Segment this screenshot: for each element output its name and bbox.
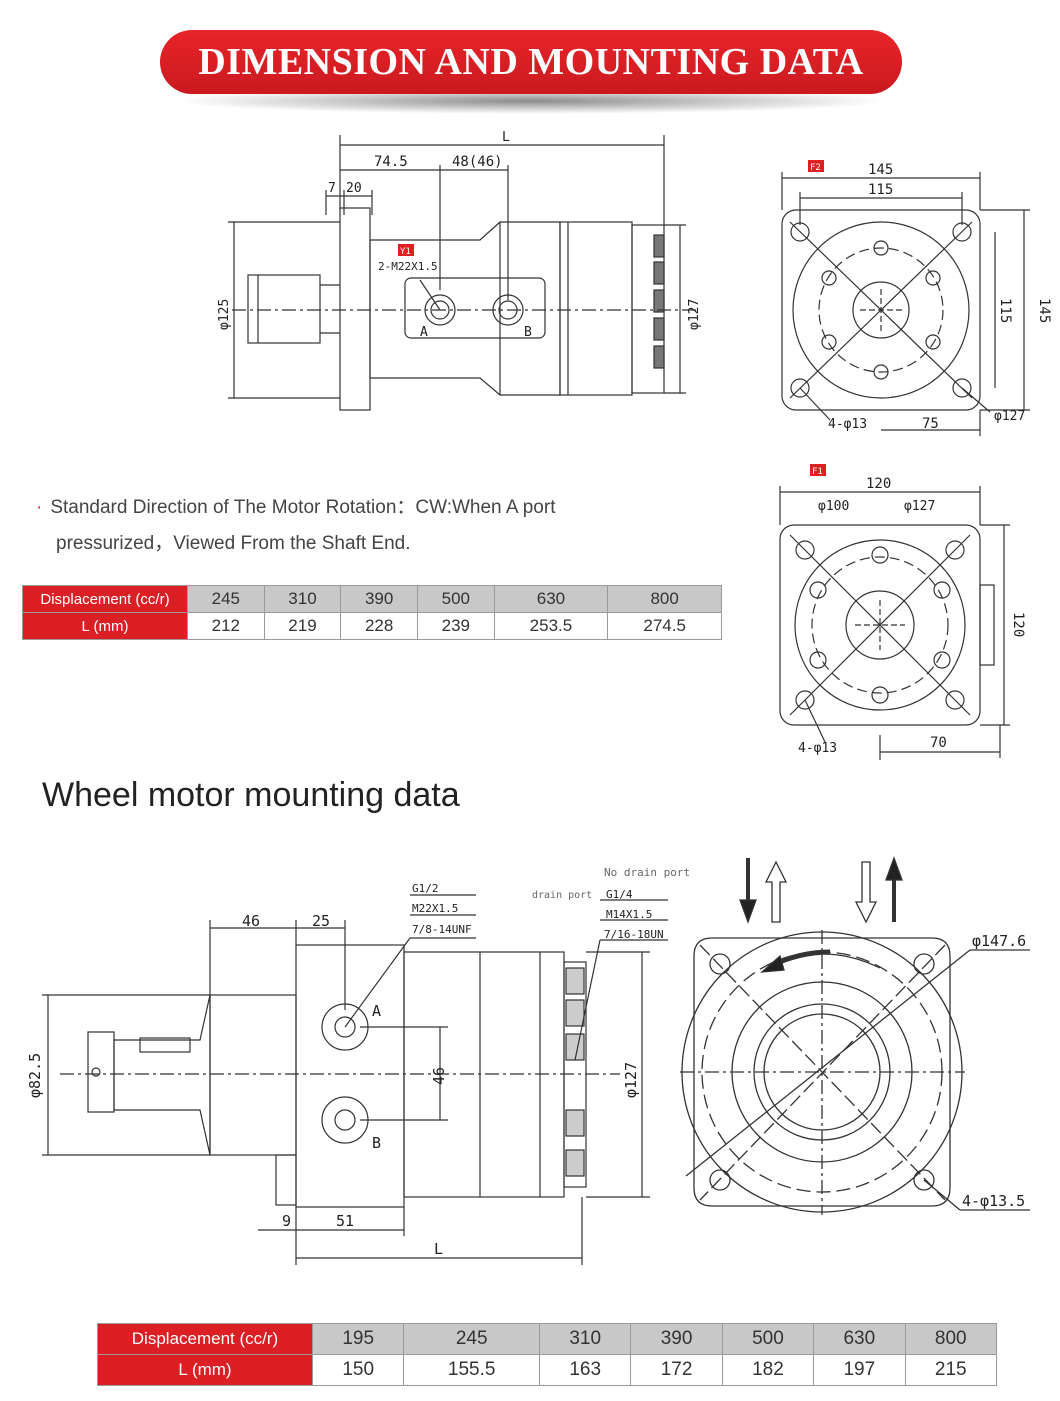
dim-48-46: 48(46) xyxy=(452,154,503,170)
table-row: L (mm) 212 219 228 239 253.5 274.5 xyxy=(22,612,722,640)
f2-dim-phi127: φ127 xyxy=(994,409,1025,424)
f1-dim-phi127: φ127 xyxy=(904,499,935,514)
f2-dim-115-top: 115 xyxy=(868,182,893,198)
f2-dim-145-top: 145 xyxy=(868,162,893,178)
drain-port-label: drain port xyxy=(532,890,592,901)
table-cell: 215 xyxy=(904,1354,998,1386)
f2-dim-145-side: 145 xyxy=(1036,298,1052,323)
drain-spec-m14: M14X1.5 xyxy=(606,908,652,921)
table-cell: 500 xyxy=(721,1323,815,1355)
wheel-port-b: B xyxy=(372,1134,381,1152)
wheel-dim-25: 25 xyxy=(312,912,330,930)
table-cell: 172 xyxy=(630,1354,723,1386)
f1-dim-120-top: 120 xyxy=(866,476,891,492)
dim-phi125: φ125 xyxy=(217,299,232,330)
wheel-dim-46-top: 46 xyxy=(242,912,260,930)
section-subtitle: Wheel motor mounting data xyxy=(42,776,460,814)
table-cell: 197 xyxy=(813,1354,906,1386)
note-line-1: Standard Direction of The Motor Rotation… xyxy=(50,497,556,518)
dim-L-top: L xyxy=(502,130,510,145)
table-cell: 630 xyxy=(813,1323,906,1355)
title-banner: DIMENSION AND MOUNTING DATA xyxy=(160,30,902,114)
table-cell: 228 xyxy=(340,612,418,640)
port-a-label: A xyxy=(420,325,428,340)
wheel-holes: 4-φ13.5 xyxy=(962,1192,1025,1210)
wheel-dim-51: 51 xyxy=(336,1212,354,1230)
dim-20: 20 xyxy=(346,181,362,196)
table-cell: 150 xyxy=(311,1354,405,1386)
no-drain-port-label: No drain port xyxy=(604,866,690,879)
table-cell: 390 xyxy=(630,1323,723,1355)
f2-holes: 4-φ13 xyxy=(828,417,867,432)
tag-f1: F1 xyxy=(812,467,823,477)
wheel-dim-phi147-6: φ147.6 xyxy=(972,932,1026,950)
table-cell: 155.5 xyxy=(403,1354,541,1386)
port-spec-m22: M22X1.5 xyxy=(412,902,458,915)
table-cell: 245 xyxy=(187,585,265,613)
wheel-dim-9: 9 xyxy=(282,1212,291,1230)
note-line-2: pressurized，Viewed From the Shaft End. xyxy=(56,533,411,554)
wheel-port-a: A xyxy=(372,1002,381,1020)
table-cell: 500 xyxy=(416,585,495,613)
tag-f2: F2 xyxy=(810,163,821,173)
table-cell: 245 xyxy=(403,1323,541,1355)
table-row: Displacement (cc/r) 245 310 390 500 630 … xyxy=(22,585,722,613)
table-cell: 800 xyxy=(904,1323,998,1355)
table-row: Displacement (cc/r) 195 245 310 390 500 … xyxy=(97,1323,998,1355)
drain-spec-g1-4: G1/4 xyxy=(606,888,633,901)
tag-y1: Y1 xyxy=(400,247,411,257)
f1-dim-70: 70 xyxy=(930,735,947,751)
table-cell: 253.5 xyxy=(493,612,609,640)
table-cell: 239 xyxy=(416,612,495,640)
table-cell: 800 xyxy=(607,585,722,613)
wheel-dim-46-mid: 46 xyxy=(430,1067,448,1085)
dim-7: 7 xyxy=(328,181,336,196)
port-thread-spec: 2-M22X1.5 xyxy=(378,260,438,273)
table-cell: 163 xyxy=(539,1354,632,1386)
wheel-dim-L: L xyxy=(434,1240,443,1258)
banner-title: DIMENSION AND MOUNTING DATA xyxy=(160,30,902,94)
table-header-displacement: Displacement (cc/r) xyxy=(22,585,188,613)
port-spec-g1-2: G1/2 xyxy=(412,882,439,895)
displacement-table-1: Displacement (cc/r) 245 310 390 500 630 … xyxy=(22,585,722,640)
table-header-length: L (mm) xyxy=(22,612,188,640)
table-row: L (mm) 150 155.5 163 172 182 197 215 xyxy=(97,1354,998,1386)
table-header-displacement: Displacement (cc/r) xyxy=(97,1323,313,1355)
f1-holes: 4-φ13 xyxy=(798,741,837,756)
table-cell: 195 xyxy=(311,1323,405,1355)
table-cell: 630 xyxy=(493,585,609,613)
wheel-dim-phi82-5: φ82.5 xyxy=(26,1053,44,1098)
table-cell: 219 xyxy=(263,612,342,640)
f2-dim-75: 75 xyxy=(922,416,939,432)
port-spec-unf: 7/8-14UNF xyxy=(412,923,472,936)
f2-dim-115-side: 115 xyxy=(997,298,1013,323)
drain-spec-unc: 7/16-18UN xyxy=(604,928,664,941)
bullet-dot: · xyxy=(36,497,43,518)
table-cell: 274.5 xyxy=(607,612,722,640)
f1-dim-phi100: φ100 xyxy=(818,499,849,514)
table-cell: 310 xyxy=(263,585,342,613)
table-cell: 390 xyxy=(340,585,418,613)
dim-phi127-side: φ127 xyxy=(687,299,702,330)
f1-dim-120-side: 120 xyxy=(1010,612,1026,637)
rotation-note: · Standard Direction of The Motor Rotatio… xyxy=(36,490,676,562)
port-b-label: B xyxy=(524,325,532,340)
table-cell: 212 xyxy=(187,612,265,640)
table-header-length: L (mm) xyxy=(97,1354,313,1386)
table-cell: 182 xyxy=(721,1354,815,1386)
displacement-table-2: Displacement (cc/r) 195 245 310 390 500 … xyxy=(97,1323,998,1386)
dim-74-5: 74.5 xyxy=(374,154,408,170)
wheel-dim-phi127: φ127 xyxy=(622,1062,640,1098)
table-cell: 310 xyxy=(539,1323,632,1355)
